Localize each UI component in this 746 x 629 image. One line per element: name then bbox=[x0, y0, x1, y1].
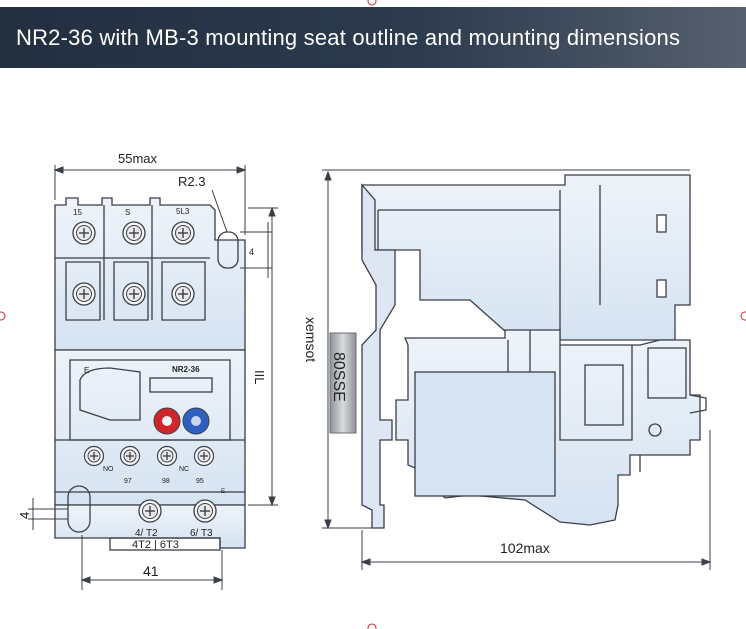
terminal-label-s: S bbox=[125, 208, 130, 217]
aux-label-97: 97 bbox=[124, 478, 132, 485]
reset-blue-center bbox=[191, 416, 201, 426]
dim-depth: 102max bbox=[500, 540, 550, 556]
aux-label-95: 95 bbox=[196, 478, 204, 485]
corner-mark bbox=[367, 623, 377, 629]
side-dimensions bbox=[322, 169, 712, 570]
aux-label-98: 98 bbox=[162, 478, 170, 485]
letter-e: E bbox=[84, 366, 89, 375]
corner-mark bbox=[367, 0, 377, 6]
terminal-label-5l3: 5L3 bbox=[176, 207, 190, 216]
output-terminal-t2: 4/ T2 bbox=[135, 528, 158, 539]
side-view bbox=[361, 174, 707, 529]
page-title: NR2-36 with MB-3 mounting seat outline a… bbox=[16, 25, 681, 50]
bottom-marking: 4T2 | 6T3 bbox=[132, 539, 179, 551]
front-dimensions bbox=[28, 165, 278, 590]
terminal-label-15: 15 bbox=[73, 208, 82, 217]
din-rail bbox=[329, 332, 357, 434]
output-terminal-t3: 6/ T3 bbox=[190, 528, 213, 539]
corner-mark bbox=[0, 311, 6, 321]
aux-label-nc: NC bbox=[179, 466, 189, 473]
dim-width-bottom: 41 bbox=[143, 563, 159, 579]
dim-slot-top: 4 bbox=[249, 247, 254, 257]
dim-side-height: xemsot bbox=[303, 317, 319, 362]
dim-slot-left: 4 bbox=[17, 512, 32, 519]
reset-red-center bbox=[162, 416, 172, 426]
model-label: NR2-36 bbox=[172, 365, 200, 374]
rail-label: 80SSE bbox=[330, 352, 347, 402]
aux-label-no: NO bbox=[103, 466, 114, 473]
dim-width-top: 55max bbox=[118, 151, 158, 166]
dim-radius: R2.3 bbox=[178, 174, 205, 189]
front-view bbox=[54, 197, 246, 551]
corner-mark bbox=[740, 311, 746, 321]
letter-e-small: E bbox=[221, 489, 225, 495]
title-bar: NR2-36 with MB-3 mounting seat outline a… bbox=[0, 7, 746, 68]
dim-height: IIL bbox=[252, 370, 267, 384]
